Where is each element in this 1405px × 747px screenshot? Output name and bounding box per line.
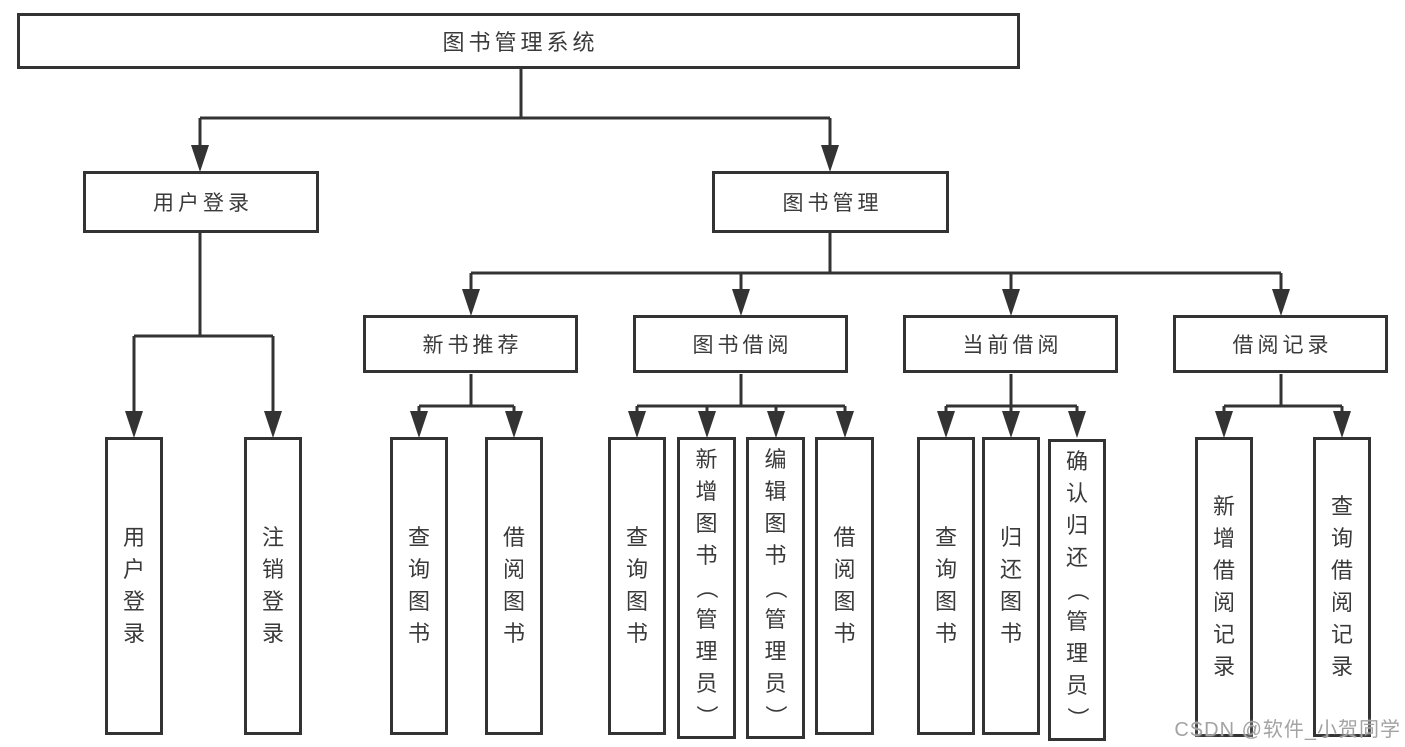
leaf-recommend-borrow-books: 借阅图书 bbox=[485, 437, 543, 735]
leaf-recommend-query-books: 查询图书 bbox=[390, 437, 448, 735]
leaf-borrow-query-books: 查询图书 bbox=[608, 437, 666, 735]
node-book-management: 图书管理 bbox=[712, 171, 949, 233]
leaf-records-query-borrow-record: 查询借阅记录 bbox=[1313, 437, 1371, 737]
leaf-borrow-add-books-admin: 新增图书（管理员） bbox=[677, 437, 736, 739]
leaf-borrow-borrow-books: 借阅图书 bbox=[815, 437, 874, 735]
node-library-management-system: 图书管理系统 bbox=[17, 13, 1020, 69]
leaf-user-login: 用户登录 bbox=[105, 437, 163, 735]
node-user-login: 用户登录 bbox=[83, 171, 319, 233]
node-book-borrowing: 图书借阅 bbox=[633, 315, 848, 373]
leaf-borrow-edit-books-admin: 编辑图书（管理员） bbox=[746, 437, 805, 739]
node-current-borrowing: 当前借阅 bbox=[903, 315, 1118, 373]
leaf-records-add-borrow-record: 新增借阅记录 bbox=[1195, 437, 1253, 737]
leaf-current-query-books: 查询图书 bbox=[917, 437, 975, 735]
node-borrowing-records: 借阅记录 bbox=[1173, 315, 1388, 373]
leaf-current-confirm-return-admin: 确认归还（管理员） bbox=[1048, 439, 1106, 741]
node-new-book-recommendation: 新书推荐 bbox=[363, 315, 578, 373]
leaf-current-return-books: 归还图书 bbox=[982, 437, 1040, 735]
leaf-logout: 注销登录 bbox=[244, 437, 302, 735]
watermark: CSDN @软件_小贺同学 bbox=[1174, 719, 1401, 741]
